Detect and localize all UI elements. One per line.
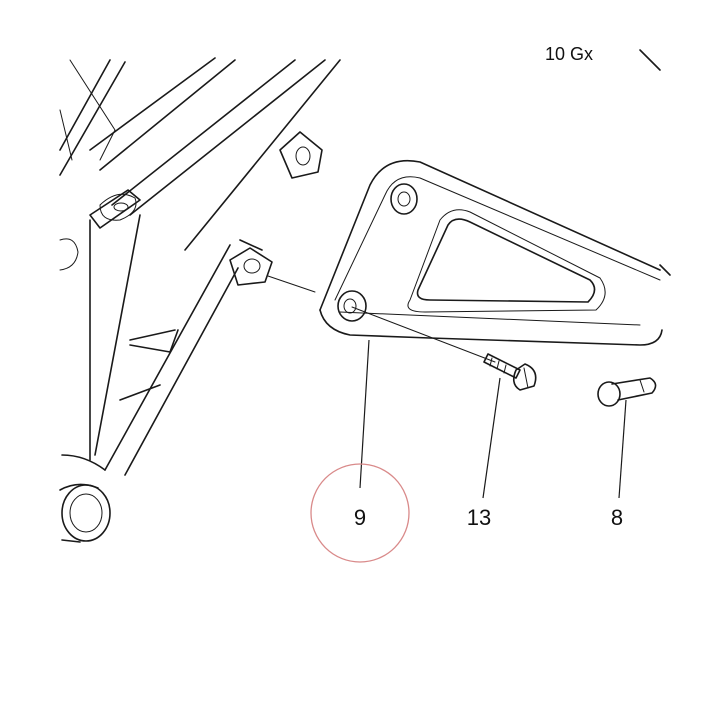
top-note-label: 10 Gx xyxy=(545,44,593,64)
leader-line-13 xyxy=(482,377,501,499)
pin-part-8 xyxy=(597,377,657,407)
alignment-line xyxy=(267,275,316,293)
callout-label-8[interactable]: 8 xyxy=(611,505,623,530)
callout-label-13[interactable]: 13 xyxy=(467,505,491,530)
callout-label-9[interactable]: 9 xyxy=(354,505,366,530)
leader-line-8 xyxy=(618,399,627,499)
highlight-circle xyxy=(310,463,410,563)
leader-line-9 xyxy=(359,339,370,489)
bolt-part-13 xyxy=(351,306,537,391)
footpeg-bracket xyxy=(319,49,671,346)
frame-structure xyxy=(59,57,341,543)
